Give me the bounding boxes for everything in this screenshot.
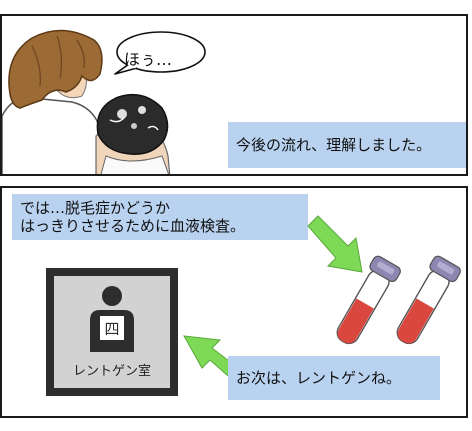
narration-caption-3: お次は、レントゲンね。 — [228, 356, 440, 400]
person-icon: 四 — [90, 286, 134, 352]
blood-tube-icon — [336, 255, 461, 345]
caption-line-1: では…脱毛症かどうか — [20, 199, 171, 217]
xray-sign-label: レントゲン室 — [72, 364, 151, 379]
speech-bubble — [114, 31, 206, 75]
comic-panel-1: ほぅ… 今後の流れ、理解しました。 — [0, 14, 468, 176]
narration-caption-2: では…脱毛症かどうか はっきりさせるために血液検査。 — [12, 194, 308, 240]
caption-line-2: はっきりさせるために血液検査。 — [20, 217, 246, 235]
xray-sign-panel: 四 レントゲン室 — [54, 276, 170, 388]
arrow-icon — [307, 215, 363, 273]
narration-caption-1: 今後の流れ、理解しました。 — [228, 122, 466, 168]
xray-sign-glyph: 四 — [104, 320, 119, 338]
comic-panel-2: では…脱毛症かどうか はっきりさせるために血液検査。 四 — [0, 186, 468, 418]
speech-bubble-text: ほぅ… — [124, 50, 173, 69]
characters-illustration — [2, 29, 171, 174]
xray-room-sign: 四 レントゲン室 — [46, 268, 178, 396]
